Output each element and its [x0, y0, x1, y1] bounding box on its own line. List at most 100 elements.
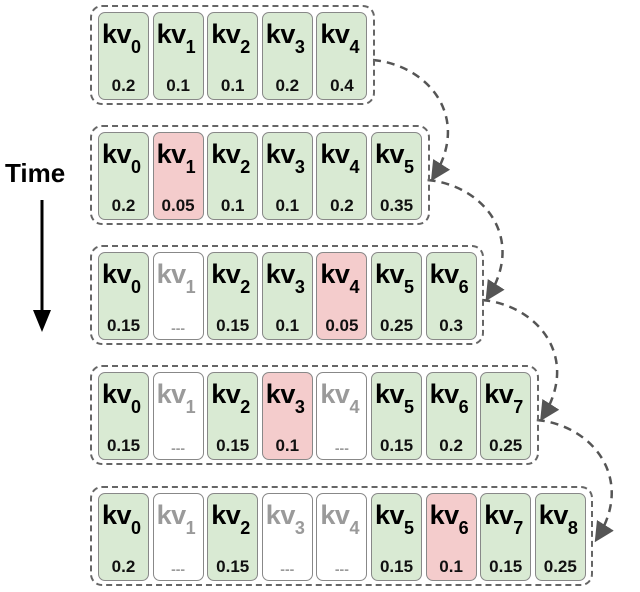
- time-label: Time: [5, 158, 66, 188]
- kv-index: 5: [404, 518, 414, 538]
- attention-score: 0.05: [161, 196, 195, 215]
- kv-label: kv4: [320, 259, 359, 298]
- kv-index: 0: [131, 397, 141, 417]
- attention-score: 0.25: [379, 316, 414, 335]
- attention-score: 0.05: [325, 316, 359, 335]
- kv-name: kv: [156, 259, 187, 289]
- kv-label: kv3: [266, 259, 305, 298]
- attention-score: 0.3: [439, 316, 463, 335]
- attention-score: 0.2: [111, 557, 136, 576]
- kv-name: kv: [156, 379, 187, 409]
- kv-index: 3: [294, 157, 305, 177]
- kv-name: kv: [265, 500, 296, 530]
- attention-score: 0.15: [216, 316, 250, 335]
- kv-label: kv4: [320, 379, 359, 418]
- attention-score: 0.15: [106, 436, 141, 455]
- kv-name: kv: [320, 500, 350, 530]
- kv-cell: kv5 0.35: [371, 132, 422, 220]
- kv-label: kv6: [430, 379, 469, 418]
- kv-index: 0: [131, 157, 141, 177]
- kv-cell: kv6 0.2: [425, 372, 477, 460]
- kv-index: 0: [131, 277, 141, 297]
- kv-index: 1: [185, 37, 196, 57]
- kv-label: kv1: [157, 19, 196, 58]
- attention-score: 0.15: [216, 557, 250, 576]
- kv-cell: kv4 0.2: [316, 132, 368, 220]
- kv-index: 2: [240, 157, 250, 177]
- attention-score: 0.2: [439, 436, 463, 455]
- kv-label: kv4: [320, 139, 359, 178]
- kv-name: kv: [265, 19, 296, 49]
- kv-label: kv8: [539, 500, 578, 539]
- kv-name: kv: [211, 19, 241, 49]
- attention-score: 0.1: [220, 196, 245, 215]
- kv-cell: kv4---: [316, 493, 368, 581]
- kv-label: kv6: [430, 259, 469, 298]
- kv-name: kv: [429, 259, 460, 289]
- kv-index: 5: [404, 277, 414, 297]
- kv-name: kv: [211, 500, 241, 530]
- kv-label: kv5: [375, 139, 414, 178]
- time-arrow: [33, 200, 51, 332]
- attention-score: 0.1: [275, 196, 300, 215]
- kv-name: kv: [211, 139, 241, 169]
- attention-score: 0.2: [330, 196, 354, 215]
- kv-index: 6: [458, 518, 469, 538]
- attention-score: 0.35: [379, 196, 414, 215]
- attention-score: 0.4: [330, 76, 354, 95]
- attention-score: 0.1: [166, 76, 190, 95]
- kv-index: 4: [349, 397, 359, 417]
- kv-cell: kv1 0.1: [152, 12, 204, 100]
- kv-label: kv2: [211, 139, 250, 178]
- kv-cell: kv1 ---: [152, 493, 204, 581]
- attention-score: 0.2: [111, 76, 136, 95]
- attention-score: ---: [171, 561, 186, 577]
- kv-index: 0: [131, 518, 141, 538]
- kv-index: 1: [185, 518, 196, 538]
- kv-name: kv: [429, 379, 460, 409]
- kv-index: 3: [294, 277, 305, 297]
- attention-score: 0.15: [216, 436, 250, 455]
- kv-cell: kv5 0.25: [371, 252, 422, 340]
- kv-index: 1: [185, 157, 196, 177]
- kv-index: 8: [567, 518, 578, 538]
- kv-index: 5: [404, 397, 414, 417]
- attention-score: 0.1: [439, 557, 463, 576]
- kv-label: kv7: [484, 379, 523, 418]
- kv-label: kv1: [157, 379, 196, 418]
- transition-arrow: [536, 418, 614, 543]
- kv-name: kv: [484, 500, 514, 530]
- attention-score: 0.1: [275, 436, 300, 455]
- kv-label: kv5: [375, 259, 414, 298]
- kv-label: kv4: [320, 500, 359, 539]
- kv-name: kv: [102, 259, 132, 289]
- kv-cell: kv0 0.15: [98, 252, 149, 340]
- kv-index: 5: [404, 157, 414, 177]
- attention-score: 0.15: [106, 316, 141, 335]
- kv-name: kv: [156, 500, 187, 530]
- kv-name: kv: [538, 500, 569, 530]
- kv-index: 6: [458, 397, 469, 417]
- transition-arrow: [427, 178, 505, 302]
- kv-index: 6: [458, 277, 469, 297]
- kv-cell: kv4---: [316, 372, 368, 460]
- kv-cell: kv2 0.1: [207, 132, 259, 220]
- kv-label: kv5: [375, 500, 414, 539]
- kv-name: kv: [156, 19, 187, 49]
- attention-score: 0.1: [220, 76, 245, 95]
- kv-index: 1: [185, 397, 196, 417]
